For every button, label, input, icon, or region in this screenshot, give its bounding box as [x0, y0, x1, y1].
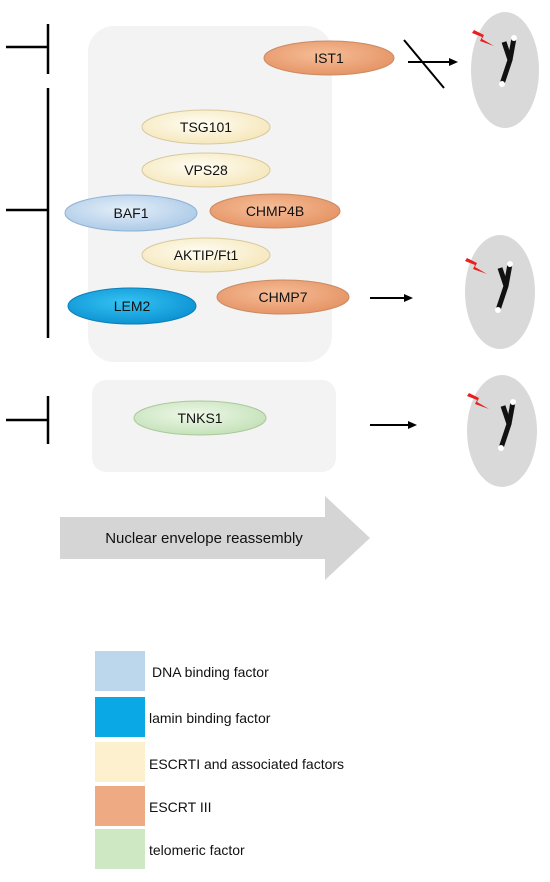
- protein-ist1-label: IST1: [314, 50, 344, 66]
- arrow-escrt-to-cell: [370, 294, 413, 302]
- legend-swatch-telomeric: [95, 829, 145, 869]
- cell-top: [471, 12, 539, 128]
- protein-vps28: VPS28: [141, 152, 271, 188]
- protein-chmp4b: CHMP4B: [209, 193, 341, 229]
- legend-label-escrt1: ESCRTI and associated factors: [149, 756, 345, 772]
- protein-ist1: IST1: [263, 40, 395, 76]
- legend-label-escrt3: ESCRT III: [149, 799, 212, 815]
- protein-tnks1: TNKS1: [133, 400, 267, 436]
- legend-swatch-escrt3: [95, 786, 145, 826]
- protein-aktip-label: AKTIP/Ft1: [174, 247, 239, 263]
- legend-label-dna-binding: DNA binding factor: [152, 664, 269, 680]
- blocked-arrow-ist1: [403, 39, 458, 89]
- legend-swatch-dna-binding: [95, 651, 145, 691]
- arrow-tnks1-to-cell: [370, 421, 417, 429]
- nuclear-envelope-arrow-label: Nuclear envelope reassembly: [105, 530, 303, 547]
- protein-lem2: LEM2: [67, 287, 197, 325]
- protein-chmp4b-label: CHMP4B: [246, 203, 304, 219]
- protein-aktip: AKTIP/Ft1: [141, 237, 271, 273]
- protein-baf1: BAF1: [64, 194, 198, 232]
- inhibition-bar-tnks1: [6, 396, 50, 444]
- inhibition-bar-ist1: [6, 24, 50, 74]
- legend-label-telomeric: telomeric factor: [149, 842, 245, 858]
- cell-bottom: [467, 375, 537, 487]
- protein-chmp7: CHMP7: [216, 279, 350, 315]
- escrt-group-box: [88, 26, 332, 362]
- protein-tnks1-label: TNKS1: [177, 410, 222, 426]
- legend-label-lamin-binding: lamin binding factor: [149, 710, 271, 726]
- nuclear-envelope-arrow: Nuclear envelope reassembly: [60, 496, 370, 580]
- protein-vps28-label: VPS28: [184, 162, 228, 178]
- protein-baf1-label: BAF1: [113, 205, 148, 221]
- cell-middle: [465, 235, 535, 349]
- legend-swatch-lamin-binding: [95, 697, 145, 737]
- inhibition-bar-escrt-group: [6, 88, 50, 338]
- legend-swatch-escrt1: [95, 742, 145, 782]
- protein-chmp7-label: CHMP7: [258, 289, 307, 305]
- protein-lem2-label: LEM2: [114, 298, 151, 314]
- protein-tsg101: TSG101: [141, 109, 271, 145]
- protein-tsg101-label: TSG101: [180, 119, 232, 135]
